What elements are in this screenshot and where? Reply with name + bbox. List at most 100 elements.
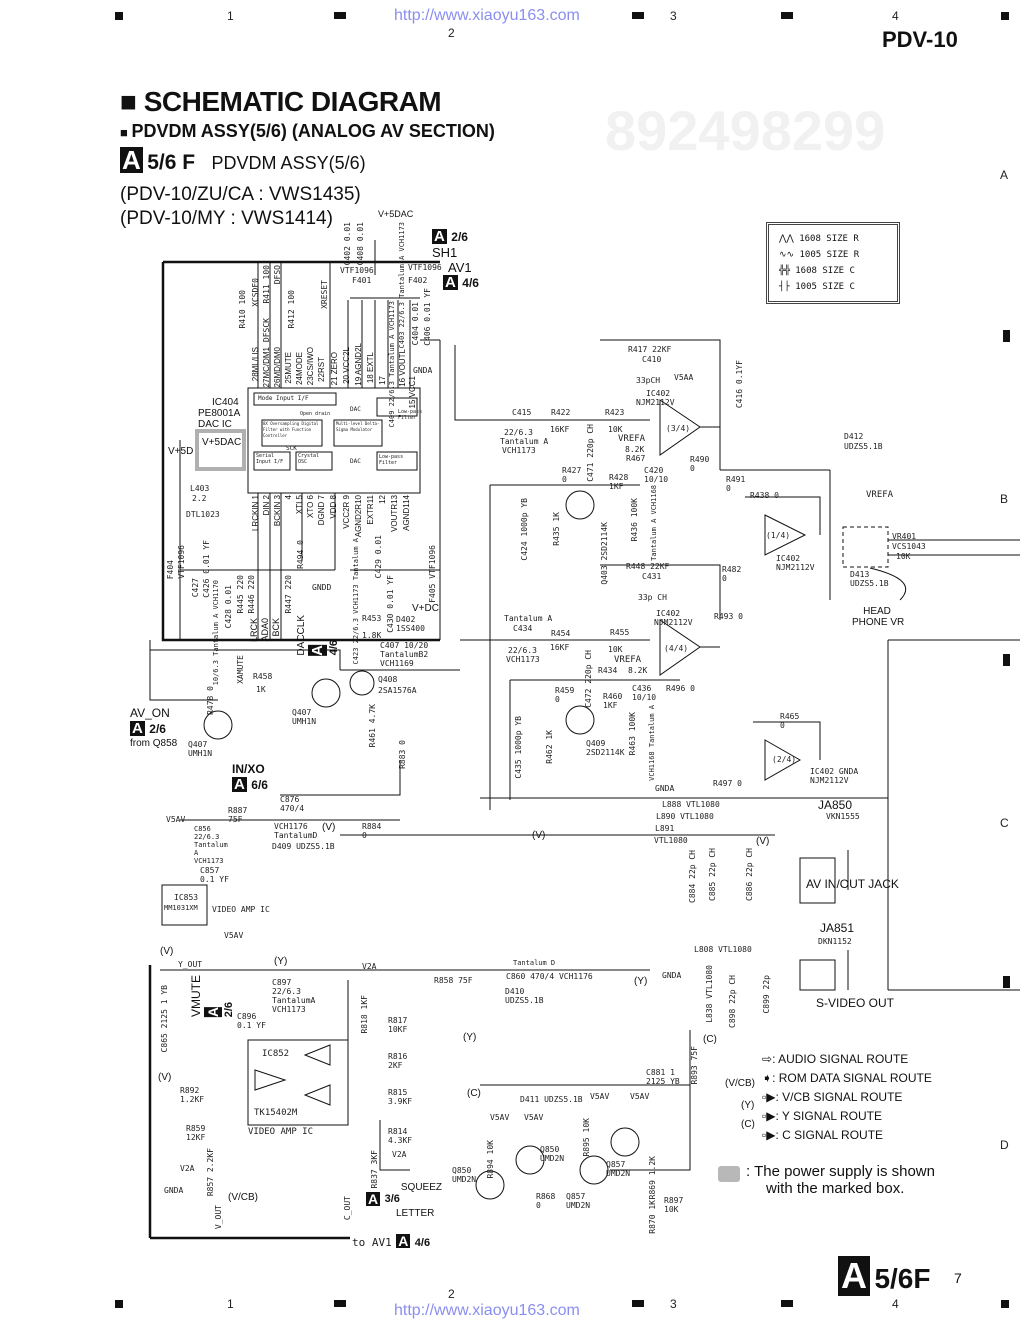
ic404-block-mode: Mode Input I/F — [258, 395, 309, 402]
connector-dacclk[interactable]: DACCLK A 4/6 — [296, 615, 340, 656]
net-vrefa: VREFA — [618, 434, 646, 444]
ref-letter-box: A — [232, 776, 247, 793]
net-v5av: V5AV — [166, 815, 186, 824]
label-gnda-r859: GNDA — [164, 1186, 184, 1195]
connector-vmute[interactable]: VMUTE A 2/6 — [189, 975, 235, 1017]
ic404-block-filter: 8X Oversampling Digital Filter with Func… — [263, 421, 319, 438]
label-r496: R496 0 — [666, 684, 695, 693]
label-q403: Q403 2SD2114K — [600, 522, 609, 585]
page-title: ■ SCHEMATIC DIAGRAM — [120, 86, 442, 117]
bullet-square-icon: ■ — [120, 86, 144, 117]
ic404-block-lpf2: Low-pass Filter — [379, 454, 404, 466]
connector-in-xo[interactable]: IN/XO A 6/6 — [232, 762, 268, 793]
label-r458: R458 — [253, 672, 273, 681]
row-letter-d: D — [1000, 1138, 1009, 1152]
label-c416: C416 0.1YF — [735, 360, 744, 409]
signal-v-2: (V) — [532, 830, 546, 841]
label-r816: R816 2KF — [388, 1052, 408, 1070]
ic404-block-serial: Serial Input I/F — [256, 453, 284, 465]
grid-marker — [1001, 1300, 1009, 1308]
source-url[interactable]: http://www.xiaoyu163.com — [394, 7, 580, 24]
label-r438: R438 0 — [750, 491, 779, 500]
ref-letter-box: A — [120, 145, 143, 175]
capacitor-1608-icon: ╬╬ — [779, 266, 796, 276]
net-vrefa-hp: VREFA — [866, 490, 894, 500]
source-url-bottom[interactable]: http://www.xiaoyu163.com — [394, 1302, 580, 1319]
label-q407a: Q407 UMH1N — [188, 740, 213, 758]
ic404-pin-15: 15 VCC1 — [408, 376, 417, 409]
label-d402: D402 1SS400 — [396, 615, 425, 633]
label-c431-value: 33p CH — [638, 593, 667, 602]
net-bck: BCK — [271, 618, 281, 637]
grid-marker — [781, 1300, 793, 1307]
label-r462: R462 1K — [545, 730, 554, 764]
label-r428: R428 1KF — [609, 473, 629, 491]
grid-marker — [1003, 654, 1010, 666]
av-jack-title: AV IN/OUT JACK — [806, 877, 899, 891]
label-r435: R435 1K — [552, 512, 561, 546]
label-r460: R460 1KF — [603, 692, 623, 710]
label-c897: C897 22/6.3 TantalumA VCH1173 — [272, 978, 316, 1014]
ic404-pin-18: 18 EXTL — [366, 352, 375, 384]
grid-column-1-bottom: 1 — [227, 1297, 234, 1311]
assy-name: PDVDM ASSY(5/6) — [211, 153, 366, 173]
connector-av-on[interactable]: AV_ON A 2/6 from Q858 — [130, 706, 178, 749]
signal-v-5: (V) — [158, 1072, 172, 1083]
resistor-1005-icon: ∿∿ — [779, 250, 800, 260]
label-r497: R497 0 — [713, 779, 742, 788]
label-ic402c-part: NJM2112V — [654, 618, 693, 627]
ref-letter-box: A — [443, 274, 458, 291]
label-r869: R869 1.2K — [648, 1156, 657, 1200]
route-legend-rom: ➧: ROM DATA SIGNAL ROUTE — [762, 1071, 932, 1085]
svideo-title: S-VIDEO OUT — [816, 996, 895, 1010]
label-f402: F402 — [408, 276, 428, 285]
grid-marker — [334, 12, 346, 19]
label-r467: R467 — [626, 454, 646, 463]
connector-sh1[interactable]: A 2/6 SH1 — [432, 228, 468, 260]
label-l838: L838 VTL1080 — [705, 965, 714, 1023]
resistor-1608-icon: ⋀⋀ — [779, 234, 800, 244]
capacitor-1005-icon: ┤├ — [779, 282, 796, 292]
ref-letter-box: A — [308, 644, 327, 656]
label-vr401: VR401 — [892, 532, 917, 541]
connector-name: SH1 — [432, 245, 458, 260]
grid-column-1: 1 — [227, 9, 234, 23]
grid-marker — [115, 1300, 123, 1308]
route-legend-c: (C)▫▶: C SIGNAL ROUTE — [741, 1119, 884, 1143]
label-c899: C899 22p — [762, 975, 771, 1014]
grid-column-3: 3 — [670, 9, 677, 23]
label-r870: R870 1K — [648, 1200, 657, 1235]
ic404-pin-7: DGND 7 — [317, 495, 326, 526]
label-q857b: Q857 UMD2N — [566, 1192, 591, 1210]
label-c415-value: 22/6.3 — [504, 428, 533, 437]
label-r455-value: 10K — [608, 645, 623, 654]
label-r410: R410 100 — [238, 290, 247, 329]
ic404-pin-10: AGND2R10 — [354, 495, 363, 538]
row-letter-a: A — [1000, 168, 1009, 182]
label-r818: R818 1KF — [360, 995, 369, 1034]
net-v5av-6: V5AV — [630, 1092, 650, 1101]
signal-y-1: (Y) — [634, 976, 648, 987]
label-q407b: Q407 UMH1N — [292, 708, 317, 726]
ic404-ref: IC404 — [212, 397, 239, 408]
connector-av1[interactable]: A 4/6 — [443, 274, 479, 291]
label-r892: R892 1.2KF — [180, 1086, 205, 1104]
route-legend-vcb: (V/CB)▫▶: V/CB SIGNAL ROUTE — [725, 1078, 903, 1105]
ic404-pin-13: VOUTR13 — [390, 495, 399, 532]
footer-ref: A 5/6F — [838, 1256, 930, 1296]
ic404-open-drain: Open drain — [300, 411, 331, 417]
connector-to-av1[interactable]: to AV1 A 4/6 — [352, 1233, 431, 1249]
label-r427: R427 0 — [562, 466, 582, 484]
grid-marker — [1003, 976, 1010, 988]
label-r857: R857 2.2KF — [206, 1148, 215, 1197]
route-legend: ⇨: AUDIO SIGNAL ROUTE ➧: ROM DATA SIGNAL… — [725, 1050, 932, 1145]
signal-v-4: (V) — [160, 946, 174, 957]
ic404-pin-16: 16 VOUTL — [398, 349, 407, 388]
signal-y-3: (Y) — [463, 1032, 477, 1043]
label-c860: C860 470/4 VCH1176 — [506, 972, 593, 981]
net-vrefa-2: VREFA — [614, 655, 642, 665]
connector-squeez[interactable]: A 3/6 — [366, 1190, 400, 1207]
label-c410-value: 33pCH — [636, 376, 661, 385]
power-box-icon — [718, 1166, 740, 1182]
ic404-pin-21: 21 ZERO — [330, 352, 339, 386]
